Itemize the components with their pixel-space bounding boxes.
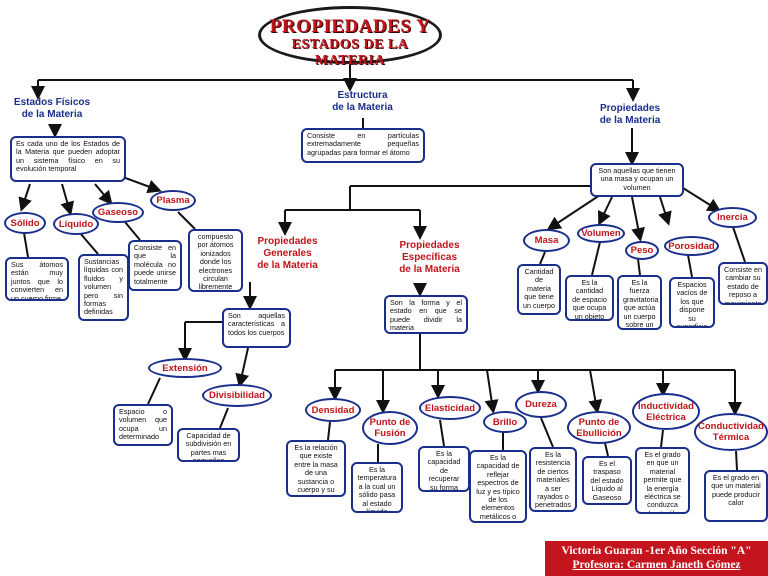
extension-box: Espacio o volumen que ocupa un determina… [113,404,173,446]
porosidad-box: Espacios vacíos de los que dispone su su… [669,277,715,328]
divisibilidad-box: Capacidad de subdivisión en partes mas p… [177,428,240,462]
header-propiedades: Propiedades de la Materia [599,103,661,126]
header-propiedades-especificas: Propiedades Específicas de la Materia [399,240,460,275]
oval-extension: Extensión [148,358,222,378]
elasticidad-box: Es la capacidad de recuperar su forma or… [418,446,470,492]
header-estructura: Estructura de la Materia [332,90,393,113]
brillo-box: Es la capacidad de reflejar espectros de… [469,450,527,523]
title-line-2: ESTADOS DE LA MATERIA [291,37,409,68]
main-title-oval: PROPIEDADES Y ESTADOS DE LA MATERIA [258,6,442,68]
solido-box: Sus átomos están muy juntos que lo convi… [5,257,69,301]
conductividad-box: Es el grado en que un material puede pro… [704,470,768,522]
propiedades-definition-box: Son aquellas que tienen una masa y ocupa… [590,163,684,197]
inductividad-box: Es el grado en que un material permite q… [635,447,690,514]
author-line: Victoria Guaran -1er Año Sección "A" [561,545,752,557]
estados-definition-box: Es cada uno de los Estados de la Materia… [10,136,126,182]
oval-porosidad: Porosidad [664,236,719,256]
oval-conductividad-termica: Conductividad Térmica [694,413,768,451]
estructura-definition-box: Consiste en partículas extremadamente pe… [301,128,425,163]
header-estados-fisicos: Estados Físicos de la Materia [13,97,91,120]
oval-gaseoso: Gaseoso [92,202,144,223]
volumen-box: Es la cantidad de espacio que ocupa un o… [565,275,614,321]
especificas-definition-box: Son la forma y el estado en que se puede… [384,295,468,334]
generales-definition-box: Son aquellas características a todos los… [222,308,291,348]
oval-dureza: Dureza [515,391,567,418]
oval-punto-fusion: Punto de Fusión [362,411,418,445]
oval-solido: Sólido [4,212,46,234]
oval-elasticidad: Elasticidad [419,396,481,420]
teacher-line: Profesora: Carmen Janeth Gómez [572,559,741,571]
ebullicion-box: Es el traspaso del estado Líquido al Gas… [582,456,632,505]
fusion-box: Es la temperatura a la cual un sólido pa… [351,462,403,513]
author-credit-banner: Victoria Guaran -1er Año Sección "A" Pro… [545,541,768,576]
header-propiedades-generales: Propiedades Generales de la Materia [257,236,318,271]
gaseoso-box: Consiste en que la molécula no puede uni… [128,240,182,291]
oval-inercia: Inercia [708,207,757,228]
oval-liquido: Líquido [53,213,99,235]
dureza-box: Es la resistencia de ciertos materiales … [529,447,577,512]
peso-box: Es la fuerza gravitatoria que actúa un c… [617,275,662,330]
oval-inductividad-electrica: Inductividad Eléctrica [632,393,700,430]
oval-plasma: Plasma [150,190,196,211]
densidad-box: Es la relación que existe entre la masa … [286,440,346,497]
masa-box: Cantidad de materia que tiene un cuerpo [517,264,561,315]
oval-divisibilidad: Divisibilidad [202,384,272,407]
liquido-box: Sustancias líquidas con fluidos y volume… [78,254,129,321]
title-line-1: PROPIEDADES Y [269,16,431,37]
oval-punto-ebullicion: Punto de Ebullición [567,411,631,444]
oval-masa: Masa [523,229,570,252]
plasma-box: compuesto por átomos ionizados donde los… [188,229,243,292]
oval-peso: Peso [625,241,659,260]
inercia-box: Consiste en cambiar su estado de reposo … [718,262,768,305]
oval-brillo: Brillo [483,411,527,433]
oval-densidad: Densidad [305,398,361,422]
oval-volumen: Volumen [577,224,625,243]
